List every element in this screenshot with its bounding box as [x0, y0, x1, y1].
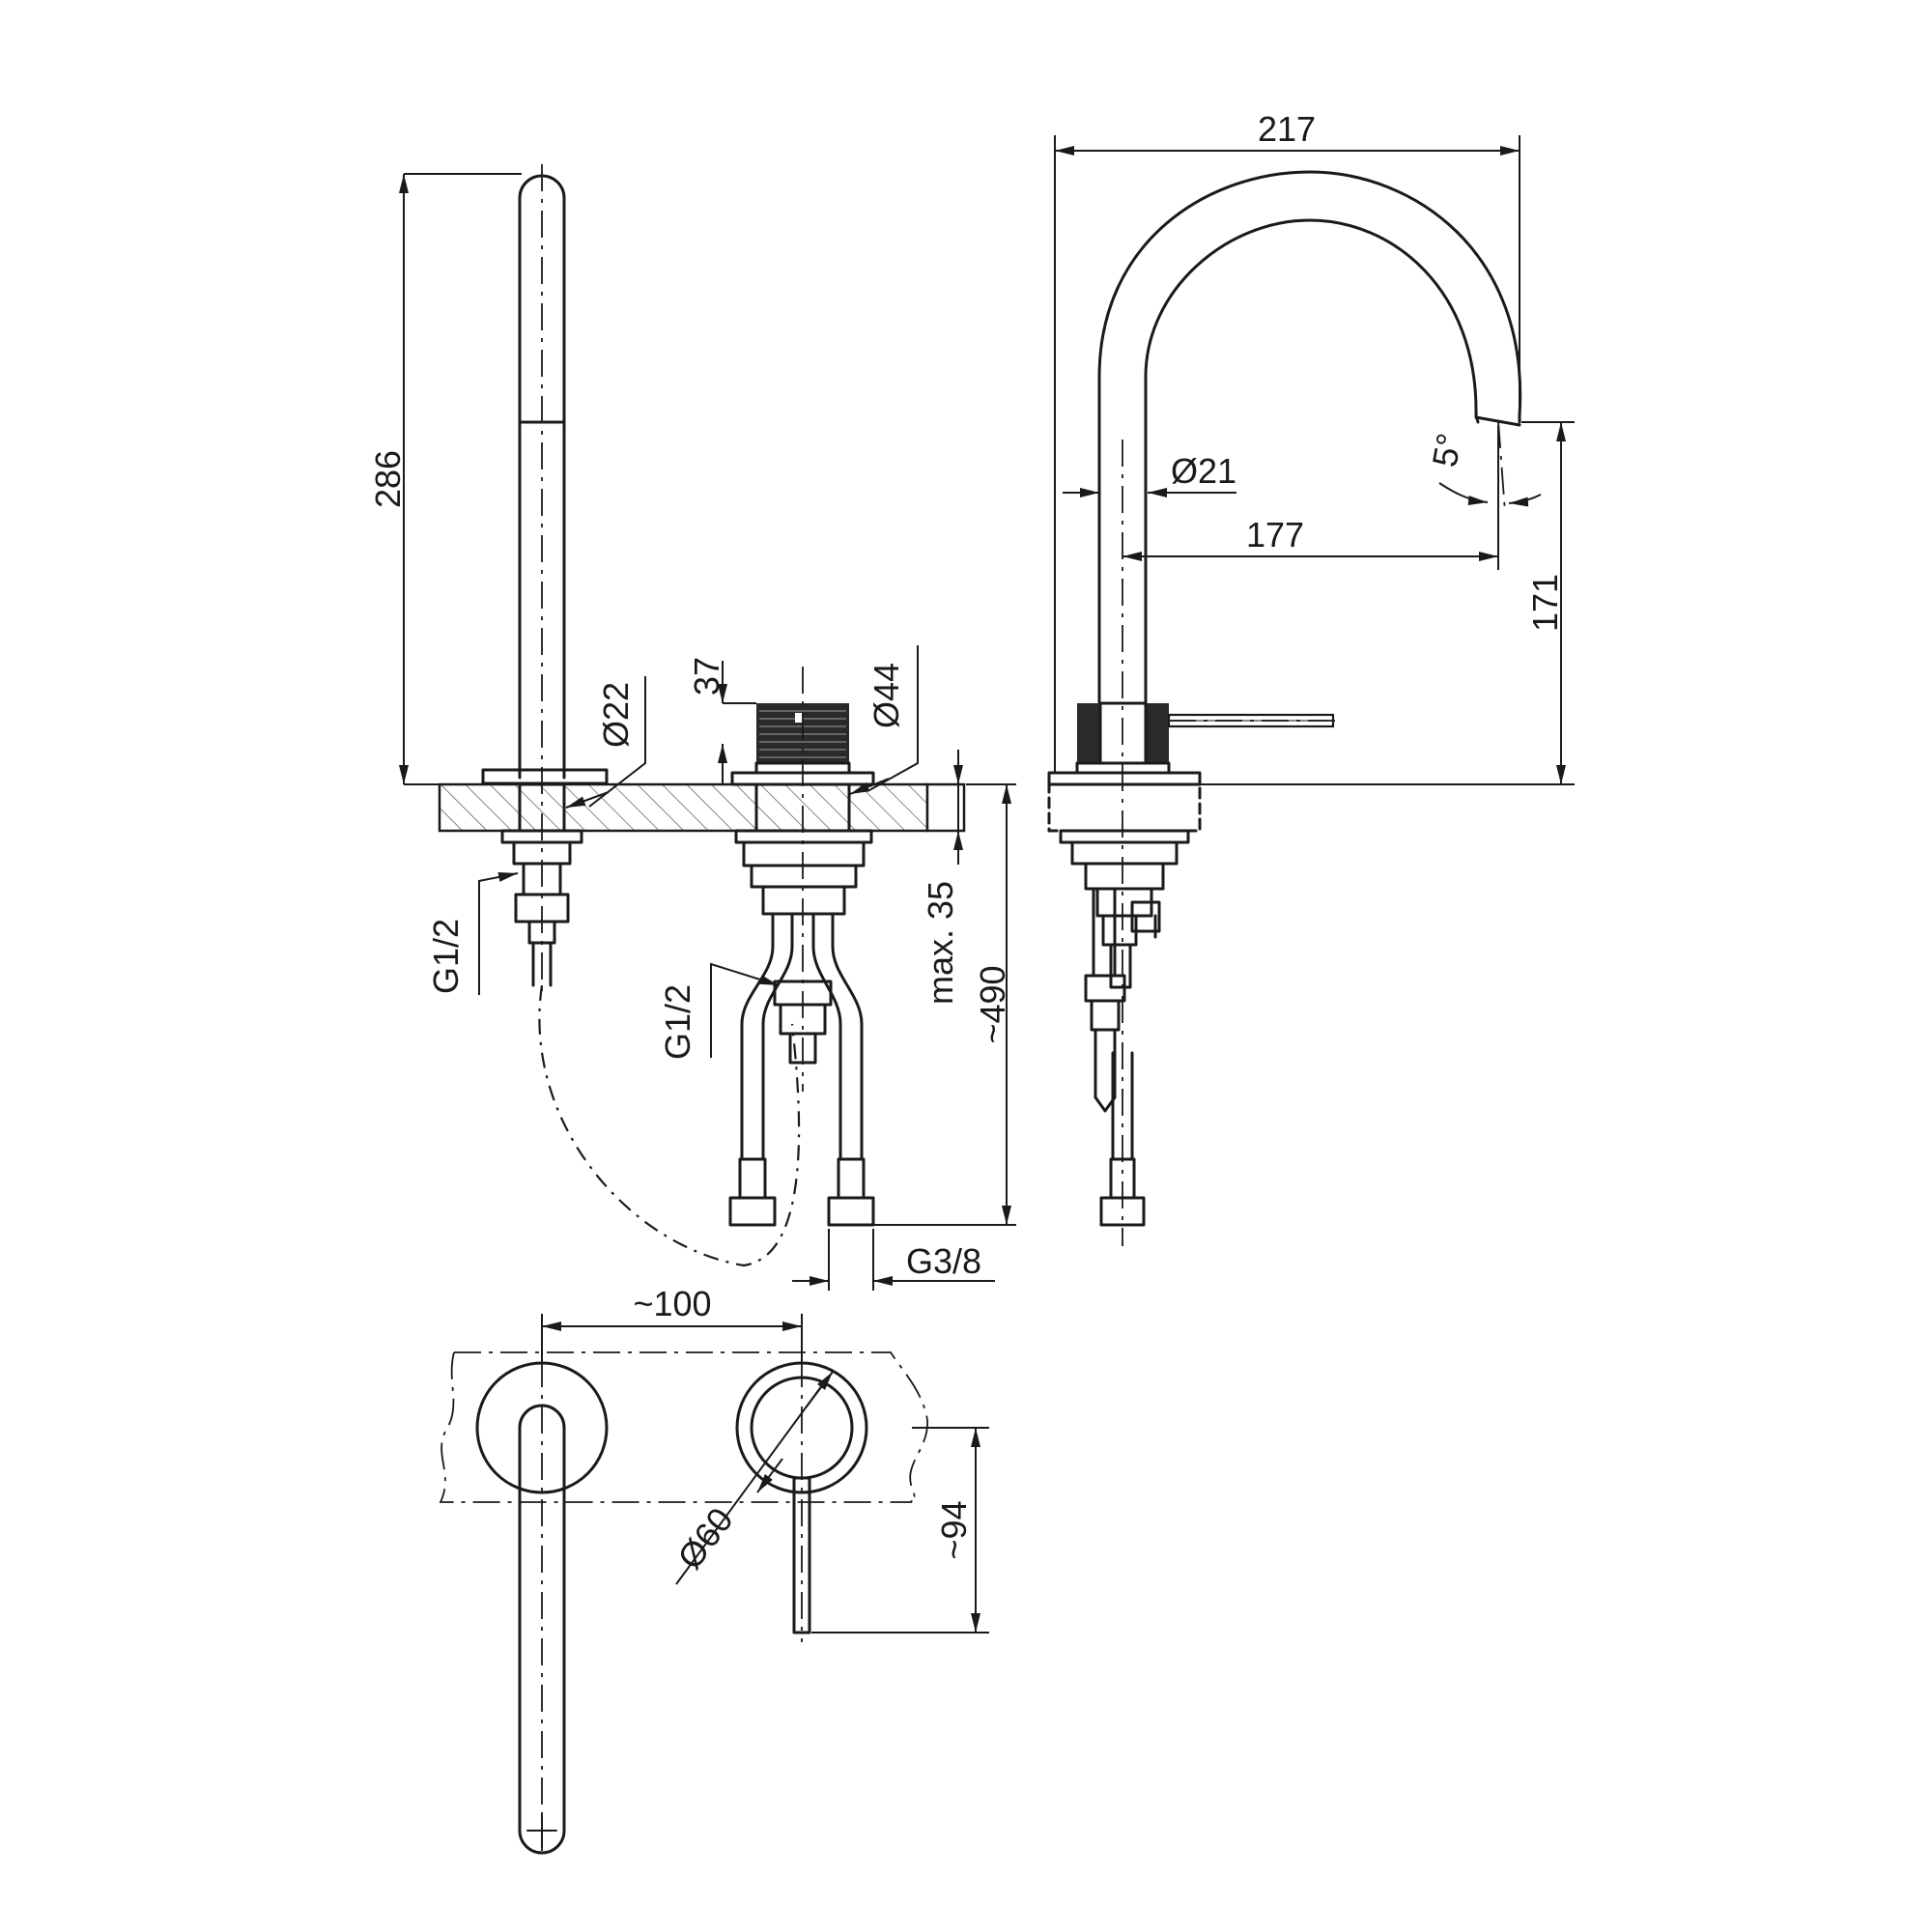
front-base-plate: [1047, 771, 1202, 786]
front-connector-right: [1130, 900, 1161, 933]
leader-mixer-thread: [710, 962, 780, 1058]
front-knurl-left: [1077, 703, 1100, 763]
gooseneck-inner: [1144, 218, 1480, 705]
label-spout-thread: G1/2: [426, 919, 466, 994]
supply-hose-left-inner: [761, 912, 794, 1161]
spout-outlet: [1474, 415, 1521, 427]
front-pipe-left-lower: [1094, 1028, 1117, 1099]
front-connector-mid-neck: [1109, 943, 1132, 989]
front-connector-left-neck: [1090, 999, 1121, 1032]
mixer-clamp: [750, 864, 858, 889]
mixer-outlet-neck: [788, 1032, 817, 1065]
leader-spout-thread: [478, 872, 519, 995]
dim-line-rosette-diameter: [675, 1380, 826, 1585]
label-hose-thread: G3/8: [906, 1241, 981, 1281]
deck-section: [438, 782, 929, 833]
front-knurl-right: [1146, 703, 1169, 763]
front-washer: [1059, 829, 1190, 844]
gooseneck-outer: [1097, 170, 1522, 705]
front-pipe-left: [1092, 887, 1117, 978]
spout-top: [518, 1404, 566, 1855]
supply-hose-right-inner: [811, 912, 842, 1161]
front-pipe-right: [1134, 914, 1157, 939]
hose-end-left-nut: [728, 1196, 777, 1227]
mixer-nut: [742, 840, 866, 867]
label-outlet-height: 171: [1525, 574, 1565, 632]
mixer-mark: [795, 713, 803, 723]
label-spacing: ~100: [633, 1284, 711, 1323]
label-angle: 5°: [1425, 430, 1469, 469]
front-deck-outline: [1047, 782, 1202, 833]
outlet-axis: [1497, 420, 1506, 513]
spout-base-plate: [481, 768, 609, 785]
front-nut: [1070, 840, 1179, 866]
hose-end-right-sleeve: [837, 1157, 866, 1200]
top-view-bottom: ~100 Ø60 ~94: [439, 1284, 989, 1855]
label-mixer-thread: G1/2: [658, 984, 697, 1060]
deck-outline-bottom: [439, 1351, 912, 1503]
label-pipe-diameter: Ø21: [1171, 451, 1236, 491]
spout-connector-neck: [527, 920, 556, 945]
label-hose-length: ~490: [973, 965, 1012, 1043]
label-spout-reach: 177: [1246, 515, 1304, 554]
front-supply-hose: [1111, 1051, 1134, 1161]
label-spout-diameter: Ø22: [596, 682, 636, 748]
hose-end-left-sleeve: [738, 1157, 767, 1200]
deck-outline-top: [454, 1351, 928, 1503]
label-lever-length: ~94: [934, 1500, 974, 1559]
dim-arc-angle-right: [1508, 494, 1542, 507]
label-mixer-height: 37: [687, 657, 726, 696]
front-clamp: [1084, 862, 1165, 891]
label-max-deck: max. 35: [921, 881, 960, 1005]
leader-mixer-diameter: [868, 645, 919, 791]
mixer-washer: [734, 829, 873, 844]
spout-outlet-pipe: [531, 941, 553, 987]
label-total-reach: 217: [1258, 109, 1316, 149]
supply-hose-left-outer: [740, 912, 775, 1161]
right-dimensions: 217 Ø21 177 5° 171: [1054, 109, 1575, 785]
front-hose-nut: [1099, 1196, 1146, 1227]
flexible-hose: [538, 984, 801, 1267]
front-view-right: [1047, 170, 1522, 1246]
left-dimensions: 286 Ø22 G1/2 37 Ø44 G1/2 max. 35 ~490: [368, 173, 1016, 1291]
dim-arc-angle-left: [1438, 482, 1489, 505]
hose-end-right-nut: [827, 1196, 875, 1227]
mixer-body-bottom: [761, 885, 846, 916]
label-spout-height: 286: [368, 450, 408, 508]
label-mixer-diameter: Ø44: [867, 663, 906, 728]
supply-hose-right-outer: [831, 912, 864, 1161]
